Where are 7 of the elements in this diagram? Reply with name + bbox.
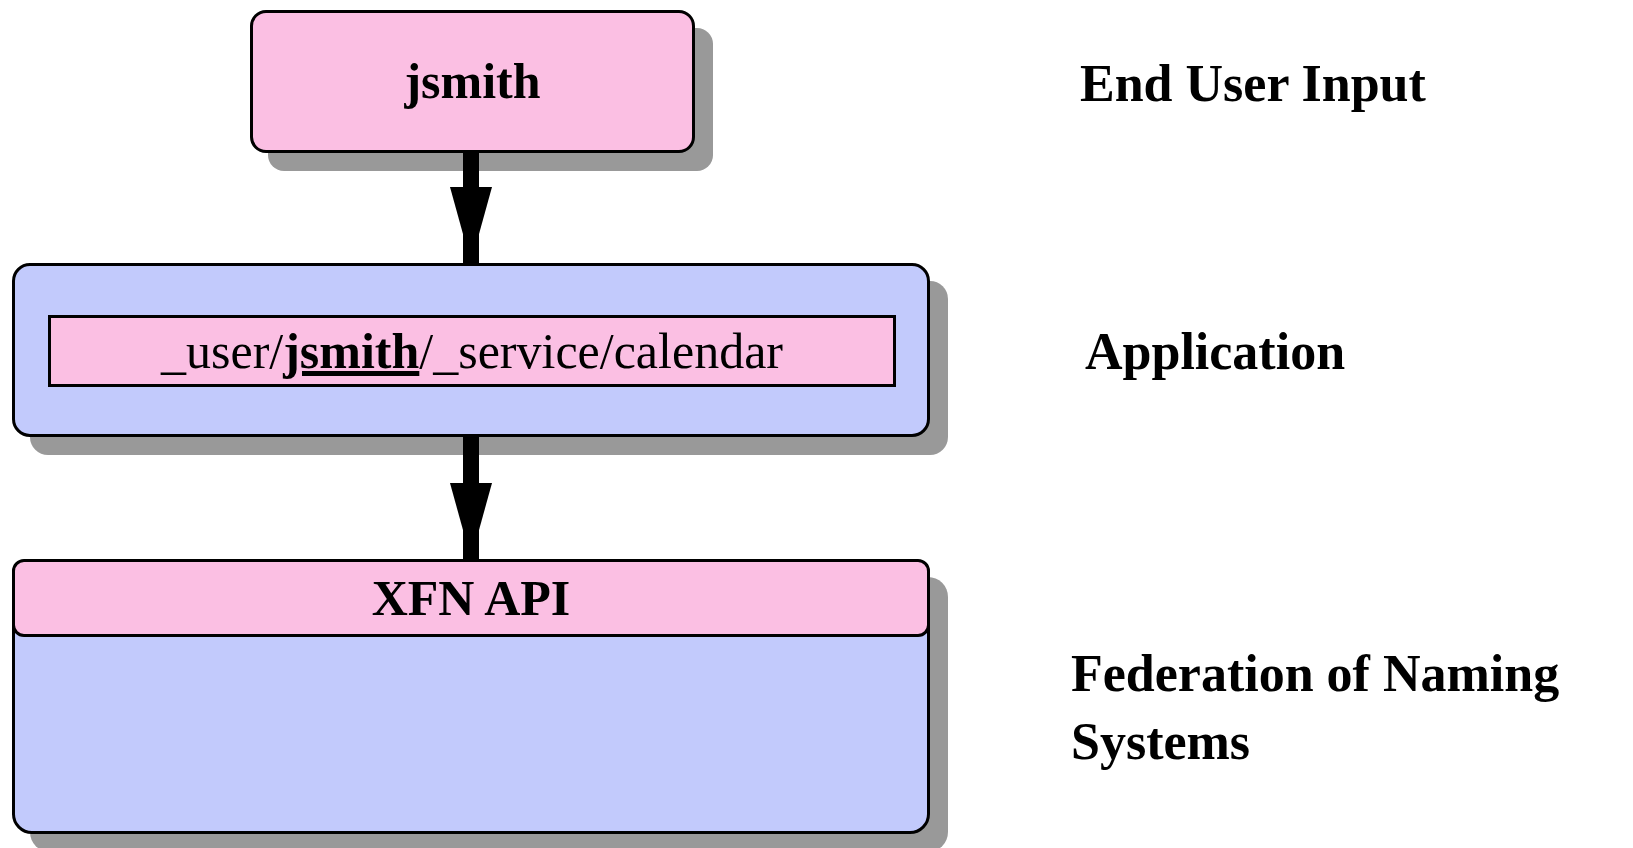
layer-label: End User Input: [1080, 54, 1426, 114]
layer-label: Federation of Naming Systems: [1071, 644, 1561, 772]
label-band: _user/jsmith/_service/calendar: [48, 315, 896, 387]
arrow: [450, 153, 492, 263]
label-band: XFN API: [12, 559, 930, 637]
layer-label: Application: [1085, 322, 1346, 382]
arrow: [450, 437, 492, 559]
